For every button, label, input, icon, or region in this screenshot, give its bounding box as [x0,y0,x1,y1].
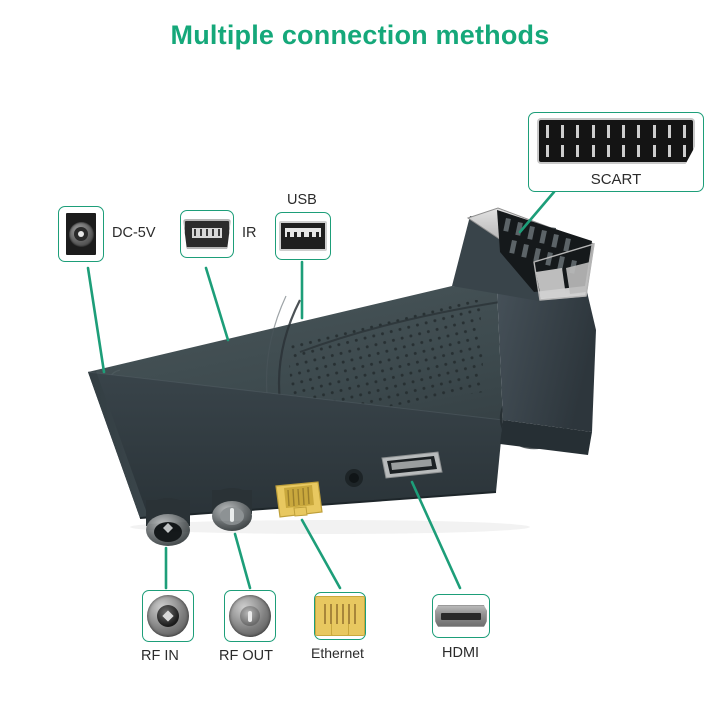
caption-rf-out: RF OUT [219,648,273,664]
device-port-hdmi [381,451,443,479]
hdmi-port-icon [435,605,487,627]
leader-ethernet [300,518,342,590]
caption-rf-in: RF IN [141,648,179,664]
caption-dc-5v: DC-5V [112,225,156,241]
device-port-rf-out [212,488,252,531]
leader-ir [204,266,230,342]
caption-ir: IR [242,225,257,241]
caption-hdmi: HDMI [442,645,480,661]
rj45-icon [315,596,365,636]
caption-usb: USB [287,192,317,208]
device-port-rf-in [146,498,190,546]
caption-ethernet: Ethernet [311,645,364,661]
coax-female-icon [147,595,189,637]
callout-usb[interactable] [275,212,331,260]
dc-power-jack-icon [66,213,96,255]
page-title: Multiple connection methods [170,20,550,50]
mini-usb-icon [183,219,231,249]
leader-scart [518,190,556,234]
scart-pins [503,217,577,274]
callout-ir[interactable] [180,210,234,258]
leader-hdmi [410,480,462,590]
scart-connector-icon [537,118,695,164]
usb-a-port-icon [279,221,327,251]
callout-hdmi[interactable] [432,594,490,638]
device-port-av-jack [345,469,363,487]
callout-dc-5v[interactable] [58,206,104,262]
device-port-ethernet [275,481,323,518]
device-front-face [88,372,503,518]
device-right-block [497,262,596,432]
coax-male-icon [229,595,271,637]
callout-ethernet[interactable] [314,592,366,640]
leader-dc-5v [86,266,106,374]
caption-scart: SCART [590,171,642,188]
callout-rf-out[interactable] [224,590,276,642]
callout-scart[interactable]: SCART [528,112,704,192]
leader-rf-out [233,532,252,590]
callout-rf-in[interactable] [142,590,194,642]
